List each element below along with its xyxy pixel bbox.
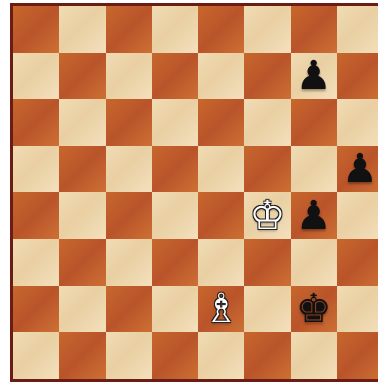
- chess-board: ♟♟♔♟♗♚: [13, 6, 378, 379]
- square-e1[interactable]: [198, 332, 244, 379]
- square-h1[interactable]: [337, 332, 378, 379]
- square-h2[interactable]: [337, 286, 378, 333]
- white-king-f4[interactable]: ♔: [249, 196, 285, 236]
- square-g3[interactable]: [291, 239, 337, 286]
- square-d8[interactable]: [152, 6, 198, 53]
- square-g4[interactable]: ♟: [291, 192, 337, 239]
- black-pawn-g4[interactable]: ♟: [296, 196, 332, 236]
- square-c2[interactable]: [106, 286, 152, 333]
- square-c7[interactable]: [106, 53, 152, 100]
- square-a4[interactable]: [13, 192, 59, 239]
- square-a7[interactable]: [13, 53, 59, 100]
- square-c6[interactable]: [106, 99, 152, 146]
- square-c8[interactable]: [106, 6, 152, 53]
- square-d7[interactable]: [152, 53, 198, 100]
- square-h5[interactable]: ♟: [337, 146, 378, 193]
- black-king-g2[interactable]: ♚: [296, 289, 332, 329]
- square-b6[interactable]: [59, 99, 105, 146]
- square-f4[interactable]: ♔: [244, 192, 290, 239]
- square-h7[interactable]: [337, 53, 378, 100]
- square-b5[interactable]: [59, 146, 105, 193]
- square-h8[interactable]: [337, 6, 378, 53]
- square-f7[interactable]: [244, 53, 290, 100]
- square-b7[interactable]: [59, 53, 105, 100]
- square-a6[interactable]: [13, 99, 59, 146]
- square-a2[interactable]: [13, 286, 59, 333]
- square-g5[interactable]: [291, 146, 337, 193]
- square-e4[interactable]: [198, 192, 244, 239]
- square-c4[interactable]: [106, 192, 152, 239]
- square-a8[interactable]: [13, 6, 59, 53]
- square-a1[interactable]: [13, 332, 59, 379]
- square-h6[interactable]: [337, 99, 378, 146]
- square-f3[interactable]: [244, 239, 290, 286]
- square-g7[interactable]: ♟: [291, 53, 337, 100]
- square-g8[interactable]: [291, 6, 337, 53]
- square-d5[interactable]: [152, 146, 198, 193]
- square-d6[interactable]: [152, 99, 198, 146]
- black-pawn-h5[interactable]: ♟: [342, 149, 378, 189]
- square-b1[interactable]: [59, 332, 105, 379]
- square-e6[interactable]: [198, 99, 244, 146]
- square-b8[interactable]: [59, 6, 105, 53]
- square-g2[interactable]: ♚: [291, 286, 337, 333]
- square-b3[interactable]: [59, 239, 105, 286]
- black-pawn-g7[interactable]: ♟: [296, 56, 332, 96]
- square-f2[interactable]: [244, 286, 290, 333]
- square-d3[interactable]: [152, 239, 198, 286]
- square-f1[interactable]: [244, 332, 290, 379]
- square-e5[interactable]: [198, 146, 244, 193]
- square-a5[interactable]: [13, 146, 59, 193]
- square-b2[interactable]: [59, 286, 105, 333]
- square-d1[interactable]: [152, 332, 198, 379]
- square-c5[interactable]: [106, 146, 152, 193]
- square-e7[interactable]: [198, 53, 244, 100]
- square-h4[interactable]: [337, 192, 378, 239]
- square-h3[interactable]: [337, 239, 378, 286]
- square-a3[interactable]: [13, 239, 59, 286]
- square-e3[interactable]: [198, 239, 244, 286]
- square-f6[interactable]: [244, 99, 290, 146]
- square-f8[interactable]: [244, 6, 290, 53]
- board-frame: ♟♟♔♟♗♚: [10, 3, 378, 382]
- square-g1[interactable]: [291, 332, 337, 379]
- square-b4[interactable]: [59, 192, 105, 239]
- square-d4[interactable]: [152, 192, 198, 239]
- square-c3[interactable]: [106, 239, 152, 286]
- square-e8[interactable]: [198, 6, 244, 53]
- square-d2[interactable]: [152, 286, 198, 333]
- white-bishop-e2[interactable]: ♗: [203, 289, 239, 329]
- square-e2[interactable]: ♗: [198, 286, 244, 333]
- square-g6[interactable]: [291, 99, 337, 146]
- square-c1[interactable]: [106, 332, 152, 379]
- square-f5[interactable]: [244, 146, 290, 193]
